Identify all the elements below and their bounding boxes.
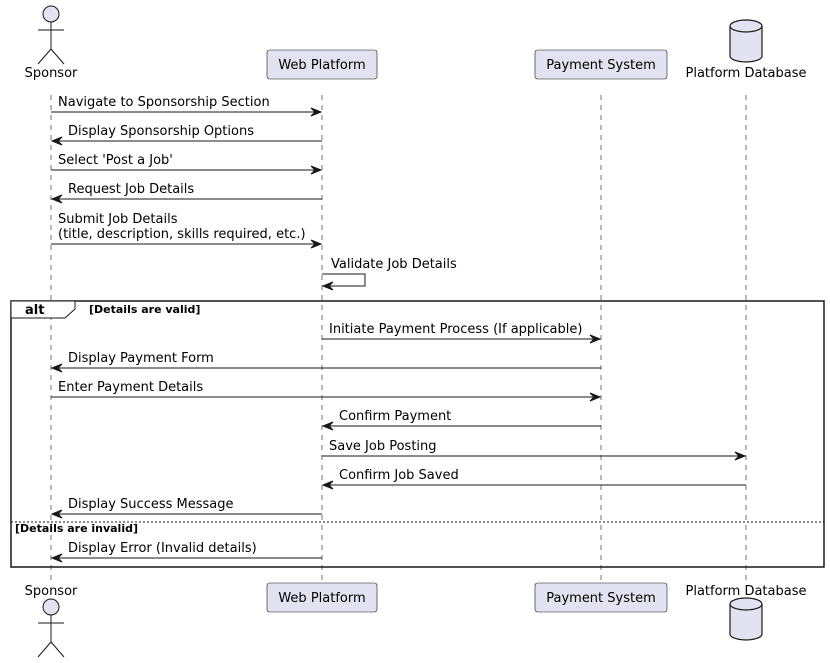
arrowhead xyxy=(589,334,602,344)
message-label: Submit Job Details xyxy=(58,212,178,227)
message-label: Initiate Payment Process (If applicable) xyxy=(329,322,582,337)
participant-payment-system-bottom: Payment System xyxy=(534,582,668,613)
arrowhead xyxy=(50,136,63,146)
message-display-success-message: Display Success Message xyxy=(50,497,322,519)
message-submit-job-details: Submit Job Details(title, description, s… xyxy=(51,212,323,249)
arrowhead xyxy=(50,553,63,563)
alt-fragment-label: alt xyxy=(25,303,44,318)
participant-web-platform-top: Web Platform xyxy=(266,49,378,80)
message-label: Display Payment Form xyxy=(68,351,214,366)
arrowhead xyxy=(321,281,334,291)
message-label: Display Sponsorship Options xyxy=(68,124,254,139)
message-display-sponsorship-options: Display Sponsorship Options xyxy=(50,124,322,146)
participant-payment-system-top: Payment System xyxy=(534,49,668,80)
arrowhead xyxy=(50,509,63,519)
participant-label: Platform Database xyxy=(686,584,807,599)
arrowhead xyxy=(310,107,323,117)
alt-fragment-tab xyxy=(10,300,76,319)
message-confirm-job-saved: Confirm Job Saved xyxy=(321,468,746,490)
actor-bottom: Sponsor xyxy=(25,584,78,658)
message-label: (title, description, skills required, et… xyxy=(58,227,306,242)
message-label: Validate Job Details xyxy=(331,257,457,272)
message-label: Display Success Message xyxy=(68,497,234,512)
alt-condition-valid: [Details are valid] xyxy=(89,303,200,316)
message-label: Confirm Payment xyxy=(339,409,451,424)
actor-figure-icon xyxy=(37,598,65,658)
message-label: Confirm Job Saved xyxy=(339,468,459,483)
database-cylinder-icon xyxy=(729,19,763,63)
message-enter-payment-details: Enter Payment Details xyxy=(51,380,602,402)
arrowhead xyxy=(589,392,602,402)
message-display-payment-form: Display Payment Form xyxy=(50,351,601,373)
actor-top: Sponsor xyxy=(25,5,78,81)
participant-label: Sponsor xyxy=(25,584,78,599)
message-label: Request Job Details xyxy=(68,182,194,197)
participant-label: Sponsor xyxy=(25,66,78,81)
message-label: Navigate to Sponsorship Section xyxy=(58,95,270,110)
actor-figure-icon xyxy=(37,5,65,65)
database-bottom: Platform Database xyxy=(686,584,807,641)
database-cylinder-icon xyxy=(729,597,763,641)
participant-label: Payment System xyxy=(546,591,656,606)
arrowhead xyxy=(734,451,747,461)
arrowhead xyxy=(50,194,63,204)
arrowhead xyxy=(321,480,334,490)
message-display-error-invalid-details: Display Error (Invalid details) xyxy=(50,541,322,563)
arrowhead xyxy=(50,363,63,373)
participant-label: Platform Database xyxy=(686,66,807,81)
database-top: Platform Database xyxy=(686,19,807,81)
message-validate-job-details: Validate Job Details xyxy=(321,257,457,291)
participant-label: Web Platform xyxy=(278,58,365,73)
message-navigate-to-sponsorship-section: Navigate to Sponsorship Section xyxy=(51,95,323,117)
alt-condition-invalid: [Details are invalid] xyxy=(15,522,138,535)
message-request-job-details: Request Job Details xyxy=(50,182,322,204)
message-initiate-payment-process-if-applicable: Initiate Payment Process (If applicable) xyxy=(322,322,602,344)
lifelines xyxy=(50,95,747,580)
arrowhead xyxy=(321,421,334,431)
message-save-job-posting: Save Job Posting xyxy=(322,439,747,461)
message-label: Save Job Posting xyxy=(329,439,437,454)
alt-fragment-frame xyxy=(10,300,825,568)
message-select-post-a-job: Select 'Post a Job' xyxy=(51,153,323,175)
participant-label: Payment System xyxy=(546,58,656,73)
message-label: Display Error (Invalid details) xyxy=(68,541,257,556)
arrowhead xyxy=(310,165,323,175)
arrowhead xyxy=(310,239,323,249)
alt-fragment: alt [Details are valid] [Details are inval… xyxy=(10,300,825,568)
self-arrow-line xyxy=(322,273,366,287)
message-confirm-payment: Confirm Payment xyxy=(321,409,601,431)
message-label: Enter Payment Details xyxy=(58,380,203,395)
message-label: Select 'Post a Job' xyxy=(58,153,173,168)
participant-web-platform-bottom: Web Platform xyxy=(266,582,378,613)
participant-label: Web Platform xyxy=(278,591,365,606)
